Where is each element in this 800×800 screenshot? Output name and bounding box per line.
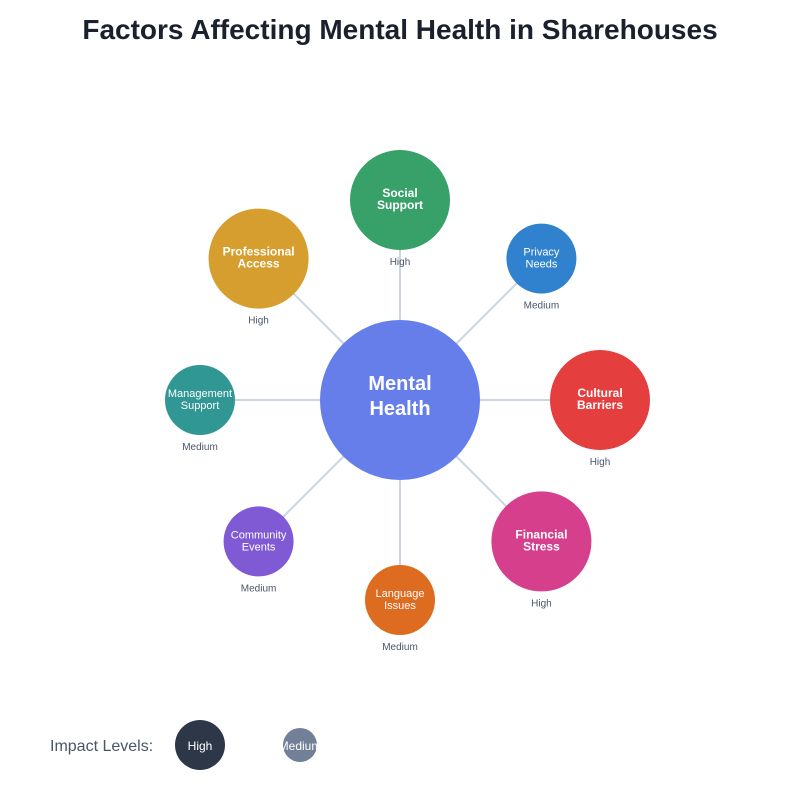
factor-label: Support bbox=[377, 198, 423, 212]
impact-label: High bbox=[390, 257, 411, 268]
impact-label: Medium bbox=[382, 642, 418, 653]
factor-label: Privacy bbox=[523, 247, 560, 259]
legend-swatch bbox=[283, 728, 317, 762]
legend-swatch bbox=[175, 720, 225, 770]
page-title: Factors Affecting Mental Health in Share… bbox=[82, 14, 718, 45]
impact-label: Medium bbox=[182, 442, 218, 453]
factor-label: Barriers bbox=[577, 398, 623, 412]
nodes: SocialSupportHighPrivacyNeedsMediumCultu… bbox=[165, 150, 650, 653]
factor-label: Events bbox=[242, 541, 276, 553]
factor-label: Support bbox=[181, 400, 220, 412]
legend-item: Medium bbox=[279, 728, 322, 762]
factor-label: Issues bbox=[384, 600, 416, 612]
factor-label: Stress bbox=[523, 539, 560, 553]
factor-label: Community bbox=[231, 529, 287, 541]
legend-label: High bbox=[188, 739, 213, 753]
impact-label: High bbox=[248, 316, 269, 327]
factor-label: Access bbox=[238, 257, 280, 271]
factor-circle[interactable] bbox=[550, 350, 650, 450]
factor-label: Needs bbox=[526, 259, 558, 271]
factor-circle[interactable] bbox=[350, 150, 450, 250]
factor-circle[interactable] bbox=[208, 208, 309, 309]
factor-circle[interactable] bbox=[506, 223, 577, 294]
legend: Impact Levels: High Medium bbox=[50, 720, 322, 770]
legend-label: Medium bbox=[279, 739, 322, 753]
factor-label: Financial bbox=[515, 527, 567, 541]
factor-label: Management bbox=[168, 388, 232, 400]
center-label: Health bbox=[369, 398, 430, 420]
legend-title: Impact Levels: bbox=[50, 738, 153, 755]
legend-item: High bbox=[175, 720, 225, 770]
impact-label: High bbox=[590, 457, 611, 468]
impact-label: Medium bbox=[524, 301, 560, 312]
impact-label: High bbox=[531, 598, 552, 609]
factor-circle[interactable] bbox=[491, 491, 592, 592]
factor-circle[interactable] bbox=[365, 565, 435, 635]
factor-circle[interactable] bbox=[223, 506, 294, 577]
factor-label: Cultural bbox=[577, 386, 622, 400]
factor-label: Social bbox=[382, 186, 417, 200]
center-label: Mental bbox=[368, 373, 431, 395]
factor-label: Professional bbox=[223, 245, 295, 259]
factor-circle[interactable] bbox=[165, 365, 235, 435]
center-circle[interactable] bbox=[320, 320, 480, 480]
impact-label: Medium bbox=[241, 583, 277, 594]
factor-label: Language bbox=[376, 588, 425, 600]
